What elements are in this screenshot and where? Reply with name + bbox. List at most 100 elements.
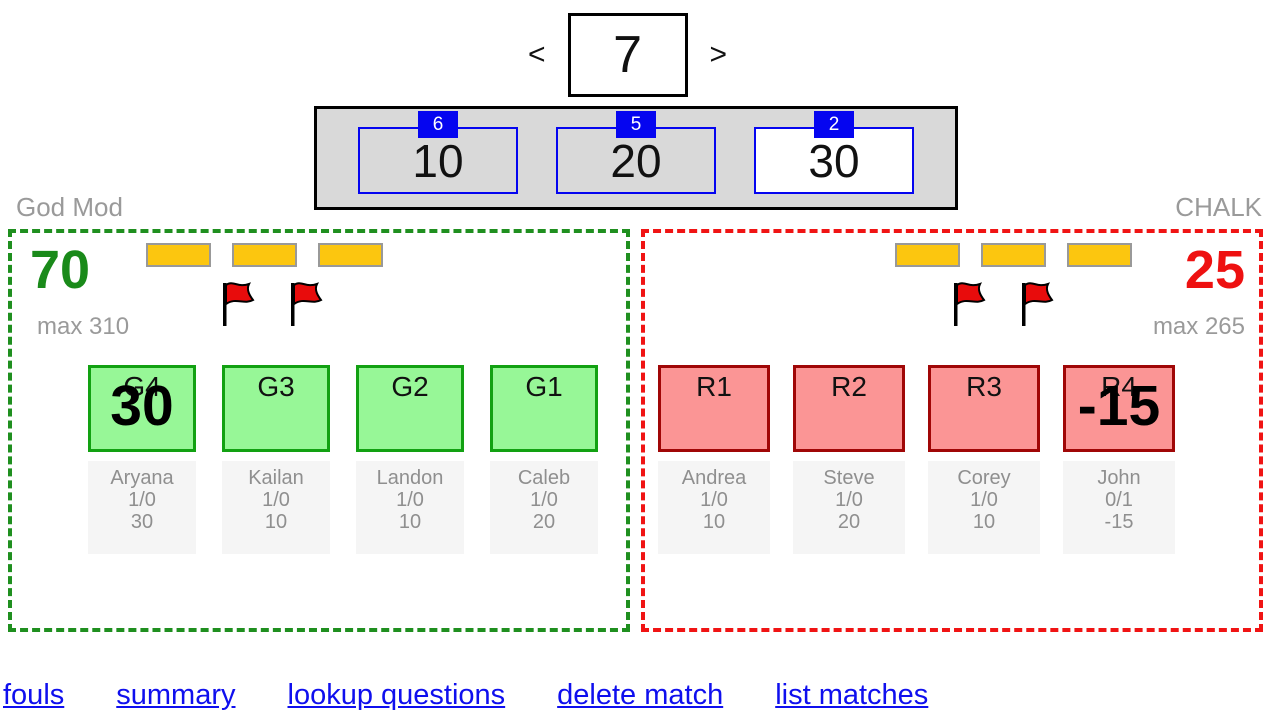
- players-right: R1 Andrea 1/0 10 R2 Steve 1/0 20 R3: [658, 365, 1175, 554]
- player-id: G2: [391, 371, 429, 402]
- player-id: G1: [525, 371, 563, 402]
- player-total: -15: [1104, 511, 1134, 533]
- player-stats: Kailan 1/0 10: [222, 461, 330, 554]
- foul-flags-left: [217, 279, 327, 329]
- team-name-left: God Mod: [16, 192, 123, 222]
- player-name: Landon: [376, 467, 444, 489]
- player-card-G1[interactable]: G1: [490, 365, 598, 452]
- player-column: G4 30 Aryana 1/0 30: [88, 365, 196, 554]
- team-name-right: CHALK: [1175, 192, 1262, 222]
- remaining-count-badge: 2: [814, 111, 854, 138]
- bonus-bar[interactable]: [1067, 243, 1132, 267]
- foul-flag-icon: [954, 282, 986, 326]
- player-name: John: [1097, 467, 1141, 489]
- player-total: 10: [264, 511, 288, 533]
- player-stats: Aryana 1/0 30: [88, 461, 196, 554]
- question-number: 7: [613, 26, 642, 84]
- player-record: 1/0: [835, 489, 863, 511]
- team-max-score-left: max 310: [37, 313, 130, 340]
- point-option-20[interactable]: 5 20: [556, 111, 716, 194]
- player-card-R3[interactable]: R3: [928, 365, 1040, 452]
- point-value: 20: [610, 134, 662, 187]
- players-left: G4 30 Aryana 1/0 30 G3 Kailan 1/0 10 G2: [88, 365, 598, 554]
- player-record: 1/0: [530, 489, 558, 511]
- player-card-R4[interactable]: R4 -15: [1063, 365, 1175, 452]
- next-question-button[interactable]: >: [709, 38, 728, 71]
- lookup-questions-link[interactable]: lookup questions: [287, 679, 506, 711]
- player-stats: Steve 1/0 20: [793, 461, 905, 554]
- point-option-30[interactable]: 2 30: [754, 111, 914, 194]
- player-stats: John 0/1 -15: [1063, 461, 1175, 554]
- player-total: 30: [130, 511, 154, 533]
- player-id: G3: [257, 371, 295, 402]
- player-card-R1[interactable]: R1: [658, 365, 770, 452]
- player-stats: Landon 1/0 10: [356, 461, 464, 554]
- foul-flags-right: [948, 279, 1058, 329]
- bonus-bars-right: [895, 243, 1132, 267]
- player-name: Kailan: [248, 467, 304, 489]
- player-card-R2[interactable]: R2: [793, 365, 905, 452]
- bonus-bar[interactable]: [318, 243, 383, 267]
- player-name: Caleb: [517, 467, 571, 489]
- player-column: G1 Caleb 1/0 20: [490, 365, 598, 554]
- player-total: 20: [532, 511, 556, 533]
- team-panel-left: 70 max 310 G4 30 Aryana 1/0 30: [8, 229, 630, 632]
- player-card-G2[interactable]: G2: [356, 365, 464, 452]
- player-name: Aryana: [110, 467, 174, 489]
- footer-links: fouls summary lookup questions delete ma…: [3, 679, 928, 712]
- player-stats: Caleb 1/0 20: [490, 461, 598, 554]
- bonus-bar[interactable]: [146, 243, 211, 267]
- list-matches-link[interactable]: list matches: [775, 679, 929, 711]
- team-score-left: 70: [30, 240, 91, 300]
- player-column: R1 Andrea 1/0 10: [658, 365, 770, 554]
- question-spinner: < 7 >: [528, 13, 727, 97]
- remaining-count-badge: 5: [616, 111, 656, 138]
- player-card-G3[interactable]: G3: [222, 365, 330, 452]
- foul-flag-icon: [291, 282, 323, 326]
- player-name: Corey: [957, 467, 1011, 489]
- player-name: Andrea: [681, 467, 747, 489]
- point-value: 30: [808, 134, 860, 187]
- player-stats: Corey 1/0 10: [928, 461, 1040, 554]
- player-record: 1/0: [970, 489, 998, 511]
- fouls-link[interactable]: fouls: [3, 679, 65, 711]
- player-card-G4[interactable]: G4 30: [88, 365, 196, 452]
- current-points: 30: [110, 374, 174, 438]
- player-record: 0/1: [1105, 489, 1133, 511]
- foul-flag-icon: [223, 282, 255, 326]
- bonus-bar[interactable]: [232, 243, 297, 267]
- player-id: R1: [696, 371, 732, 402]
- remaining-count-badge: 6: [418, 111, 458, 138]
- foul-flag-icon: [1022, 282, 1054, 326]
- player-record: 1/0: [262, 489, 290, 511]
- prev-question-button[interactable]: <: [528, 38, 546, 71]
- player-column: R4 -15 John 0/1 -15: [1063, 365, 1175, 554]
- bonus-bar[interactable]: [895, 243, 960, 267]
- current-points: -15: [1077, 374, 1161, 438]
- point-value: 10: [412, 134, 464, 187]
- player-total: 10: [972, 511, 996, 533]
- point-option-10[interactable]: 6 10: [358, 111, 518, 194]
- player-record: 1/0: [396, 489, 424, 511]
- player-stats: Andrea 1/0 10: [658, 461, 770, 554]
- summary-link[interactable]: summary: [116, 679, 236, 711]
- player-record: 1/0: [128, 489, 156, 511]
- player-id: R3: [966, 371, 1002, 402]
- point-options-panel: 6 10 5 20 2 30: [314, 106, 958, 210]
- player-id: R4: [1101, 371, 1137, 402]
- team-panel-right: 25 max 265 R1 Andrea 1/0 10: [641, 229, 1263, 632]
- bonus-bar[interactable]: [981, 243, 1046, 267]
- player-column: G2 Landon 1/0 10: [356, 365, 464, 554]
- delete-match-link[interactable]: delete match: [557, 679, 724, 711]
- player-column: R2 Steve 1/0 20: [793, 365, 905, 554]
- question-number-box[interactable]: 7: [567, 13, 688, 97]
- player-column: R3 Corey 1/0 10: [928, 365, 1040, 554]
- team-score-right: 25: [1184, 240, 1245, 300]
- player-total: 10: [702, 511, 726, 533]
- player-total: 10: [398, 511, 422, 533]
- player-total: 20: [837, 511, 861, 533]
- bonus-bars-left: [146, 243, 383, 267]
- player-name: Steve: [823, 467, 875, 489]
- player-id: R2: [831, 371, 867, 402]
- player-id: G4: [123, 371, 161, 402]
